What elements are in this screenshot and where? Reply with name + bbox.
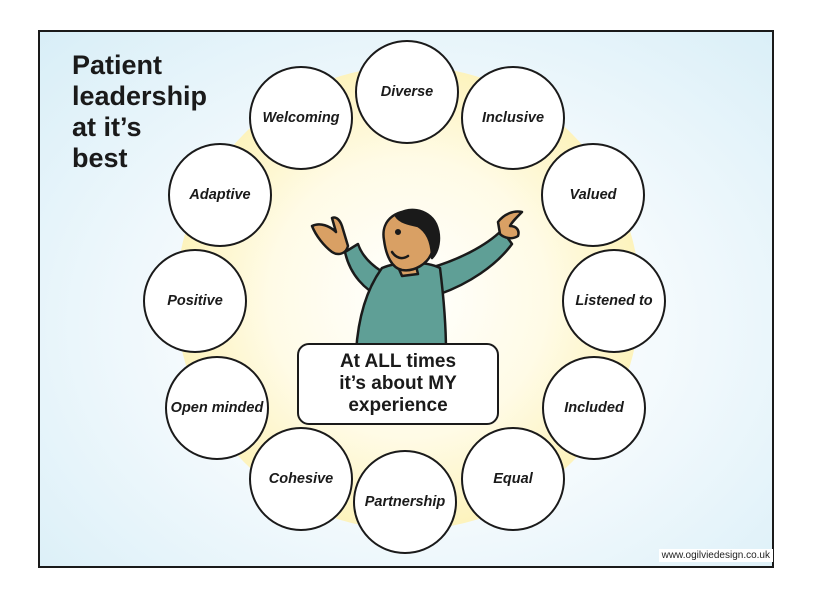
poster-title: Patient leadership at it’s best: [72, 50, 208, 173]
quality-bubble-partnership: Partnership: [353, 450, 457, 554]
quality-bubble-positive: Positive: [143, 249, 247, 353]
quality-bubble-adaptive: Adaptive: [168, 143, 272, 247]
website-credit: www.ogilviedesign.co.uk: [658, 549, 773, 562]
central-caption: At ALL times it’s about MY experience: [297, 343, 499, 425]
person-with-raised-arms-illustration: [310, 208, 524, 354]
quality-bubble-equal: Equal: [461, 427, 565, 531]
quality-bubble-inclusive: Inclusive: [461, 66, 565, 170]
quality-bubble-welcoming: Welcoming: [249, 66, 353, 170]
quality-bubble-diverse: Diverse: [355, 40, 459, 144]
quality-bubble-open-minded: Open minded: [165, 356, 269, 460]
quality-bubble-valued: Valued: [541, 143, 645, 247]
quality-bubble-cohesive: Cohesive: [249, 427, 353, 531]
quality-bubble-listened-to: Listened to: [562, 249, 666, 353]
quality-bubble-included: Included: [542, 356, 646, 460]
